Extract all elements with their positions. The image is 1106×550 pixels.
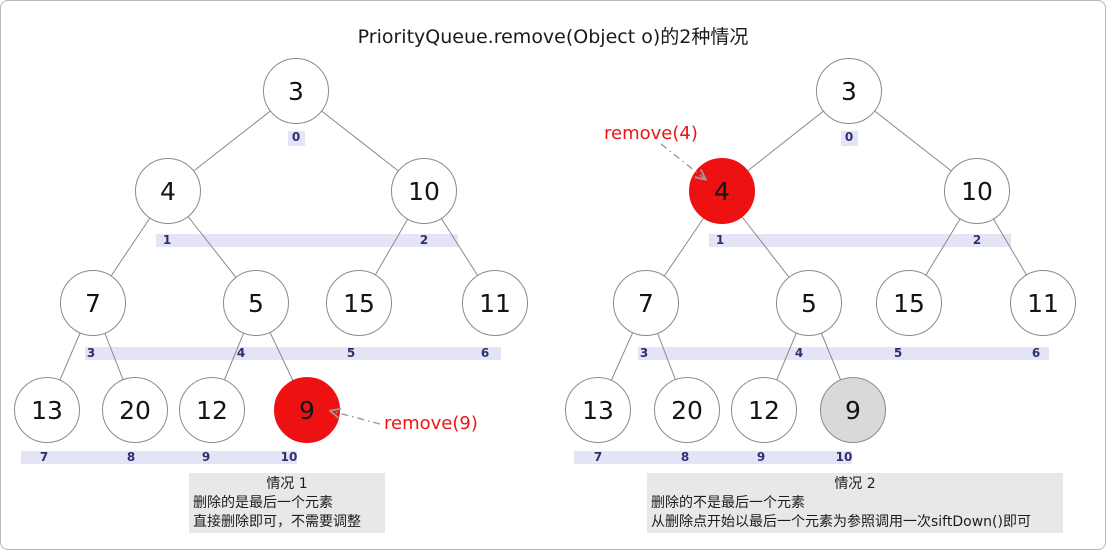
heap-node-11: 11 xyxy=(1010,270,1076,336)
heap-node-5: 5 xyxy=(776,270,842,336)
index-label-3: 3 xyxy=(86,346,96,360)
heap-node-11: 11 xyxy=(462,270,528,336)
heap-node-5: 5 xyxy=(223,270,289,336)
heap-node-15: 15 xyxy=(876,270,942,336)
remove-annotation-label: remove(9) xyxy=(384,413,478,434)
index-label-10: 10 xyxy=(835,450,853,464)
index-label-5: 5 xyxy=(893,346,903,360)
index-bar xyxy=(574,451,852,464)
index-label-8: 8 xyxy=(680,450,690,464)
index-label-1: 1 xyxy=(715,233,725,247)
heap-node-9: 9 xyxy=(820,377,886,443)
caption-title: 情况 2 xyxy=(834,476,876,492)
caption-line: 删除的不是最后一个元素 xyxy=(651,495,805,511)
index-bar xyxy=(709,234,1011,247)
index-label-0: 0 xyxy=(291,130,301,144)
index-bar xyxy=(21,451,297,464)
index-label-4: 4 xyxy=(236,346,246,360)
index-label-2: 2 xyxy=(419,233,429,247)
index-bar xyxy=(638,347,1049,360)
caption-line: 从删除点开始以最后一个元素为参照调用一次siftDown()即可 xyxy=(651,514,1031,530)
index-label-7: 7 xyxy=(39,450,49,464)
heap-node-4: 4 xyxy=(135,158,201,224)
index-label-6: 6 xyxy=(1031,346,1041,360)
heap-node-12: 12 xyxy=(179,377,245,443)
index-label-3: 3 xyxy=(639,346,649,360)
index-bar xyxy=(156,234,458,247)
caption-case-2: 情况 2 删除的不是最后一个元素从删除点开始以最后一个元素为参照调用一次siftD… xyxy=(647,473,1063,533)
caption-line: 删除的是最后一个元素 xyxy=(193,495,333,511)
index-label-6: 6 xyxy=(480,346,490,360)
heap-node-10: 10 xyxy=(391,158,457,224)
heap-node-13: 13 xyxy=(14,377,80,443)
heap-node-13: 13 xyxy=(565,377,631,443)
heap-node-7: 7 xyxy=(613,270,679,336)
caption-case-1: 情况 1 删除的是最后一个元素直接删除即可，不需要调整 xyxy=(189,473,385,533)
index-label-9: 9 xyxy=(756,450,766,464)
index-label-1: 1 xyxy=(162,233,172,247)
heap-node-20: 20 xyxy=(654,377,720,443)
heap-node-9: 9 xyxy=(274,377,340,443)
index-label-5: 5 xyxy=(346,346,356,360)
index-label-10: 10 xyxy=(280,450,298,464)
heap-node-4: 4 xyxy=(689,158,755,224)
index-label-8: 8 xyxy=(126,450,136,464)
heap-node-20: 20 xyxy=(102,377,168,443)
caption-title: 情况 1 xyxy=(266,476,308,492)
heap-node-15: 15 xyxy=(326,270,392,336)
index-bar xyxy=(85,347,501,360)
heap-node-12: 12 xyxy=(731,377,797,443)
remove-annotation-label: remove(4) xyxy=(604,123,698,144)
index-label-2: 2 xyxy=(972,233,982,247)
heap-node-3: 3 xyxy=(816,58,882,124)
page-title: PriorityQueue.remove(Object o)的2种情况 xyxy=(357,26,749,48)
heap-node-7: 7 xyxy=(60,270,126,336)
caption-line: 直接删除即可，不需要调整 xyxy=(193,514,361,530)
index-label-4: 4 xyxy=(794,346,804,360)
index-label-7: 7 xyxy=(593,450,603,464)
index-label-0: 0 xyxy=(844,130,854,144)
heap-node-3: 3 xyxy=(263,58,329,124)
index-label-9: 9 xyxy=(201,450,211,464)
heap-node-10: 10 xyxy=(944,158,1010,224)
